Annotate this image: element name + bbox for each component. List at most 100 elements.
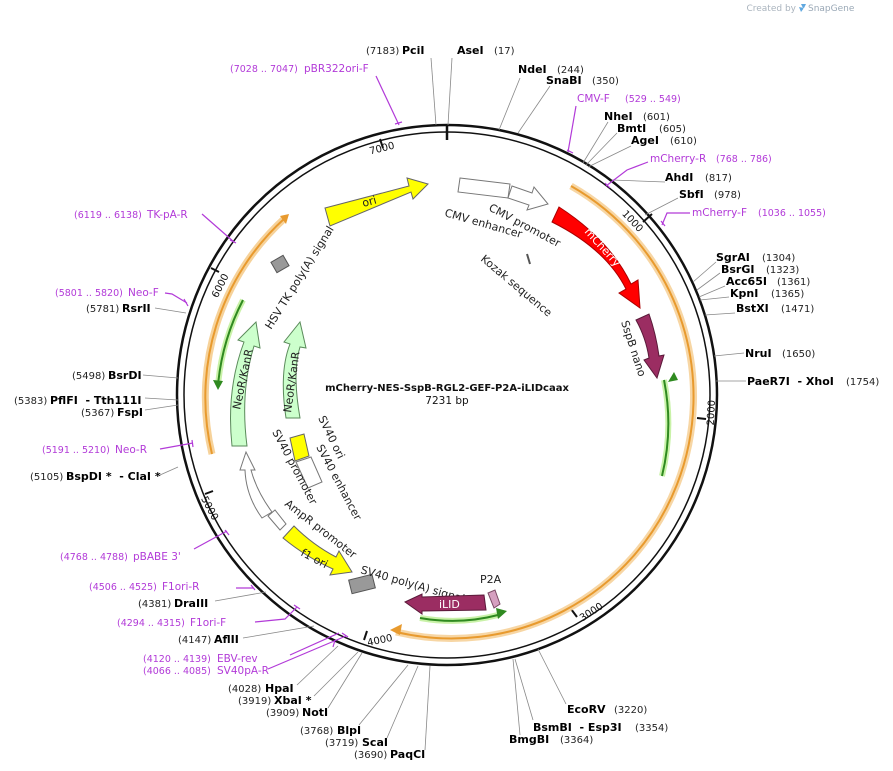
site-AseI[interactable]: AseI (17) bbox=[457, 44, 515, 57]
feature-label-ilid: iLID bbox=[439, 598, 460, 611]
feature-mcherry[interactable] bbox=[551, 206, 641, 310]
site-SbfI[interactable]: SbfI(978) bbox=[679, 188, 741, 201]
site-BsrDI[interactable]: (5498)BsrDI bbox=[72, 369, 142, 382]
site-NotI[interactable]: (3909)NotI bbox=[266, 706, 328, 719]
site-AflII[interactable]: (4147)AflII bbox=[178, 633, 239, 646]
feature-ori[interactable] bbox=[324, 177, 429, 227]
site-pos-BsmBI-Esp3I: (3354) bbox=[635, 723, 668, 734]
site-name-BsrDI: BsrDI bbox=[108, 369, 142, 382]
site-pos-DraIII: (4381) bbox=[138, 599, 171, 610]
tick-label-4000: 4000 bbox=[366, 633, 393, 649]
feature-neor-kanr-outer[interactable] bbox=[230, 320, 261, 447]
site-PaqCI[interactable]: (3690)PaqCI bbox=[354, 748, 425, 761]
tick-6000 bbox=[210, 267, 220, 273]
primer-mCherry-F[interactable]: mCherry-F(1036 .. 1055) bbox=[692, 207, 826, 219]
site-DraIII[interactable]: (4381)DraIII bbox=[138, 597, 208, 610]
tick-marks bbox=[204, 138, 707, 641]
site-RsrII[interactable]: (5781)RsrII bbox=[86, 302, 151, 315]
feature-kozak[interactable] bbox=[526, 253, 531, 265]
site-SgrAI[interactable]: SgrAI(1304) bbox=[716, 251, 795, 264]
primer-pBABE-3[interactable]: (4768 .. 4788)pBABE 3' bbox=[60, 551, 181, 563]
site-KpnI[interactable]: KpnI(1365) bbox=[730, 287, 804, 300]
feature-hsv-tk-polya[interactable] bbox=[270, 254, 290, 274]
primer-SV40pA-R[interactable]: (4066 .. 4085)SV40pA-R bbox=[143, 665, 269, 677]
primer-name-mCherry-R: mCherry-R bbox=[650, 153, 706, 165]
primer-pBR322ori-F[interactable]: (7028 .. 7047)pBR322ori-F bbox=[230, 63, 369, 75]
feature-f1-ori[interactable] bbox=[282, 525, 353, 576]
site-name-AseI: AseI bbox=[457, 44, 484, 57]
primer-F1ori-R[interactable]: (4506 .. 4525) F1ori-R bbox=[89, 581, 199, 593]
site-Acc65I[interactable]: Acc65I (1361) bbox=[726, 275, 810, 288]
feature-label-ori: ori bbox=[361, 193, 378, 209]
site-AgeI[interactable]: AgeI(610) bbox=[631, 134, 697, 147]
site-BmtI[interactable]: BmtI(605) bbox=[617, 122, 686, 135]
snapgene-logo-icon bbox=[799, 4, 806, 12]
primer-mCherry-R[interactable]: mCherry-R(768 .. 786) bbox=[650, 153, 772, 165]
site-name-NruI: NruI bbox=[745, 347, 772, 360]
primer-Neo-F[interactable]: (5801 .. 5820)Neo-F bbox=[55, 287, 159, 299]
primer-EBV-rev[interactable]: (4120 .. 4139)EBV-rev bbox=[143, 653, 258, 665]
site-BmgBI[interactable]: BmgBI(3364) bbox=[509, 733, 593, 746]
primer-range-TK-pA-R: (6119 .. 6138) bbox=[74, 210, 142, 221]
orf-green-arc-2 bbox=[419, 614, 499, 622]
site-name-EcoRV: EcoRV bbox=[567, 703, 606, 716]
site-NruI[interactable]: NruI(1650) bbox=[745, 347, 815, 360]
site-BspDI-ClaI[interactable]: (5105)BspDI * - ClaI * bbox=[30, 470, 161, 483]
primer-range-EBV-rev: (4120 .. 4139) bbox=[143, 654, 211, 665]
primer-range-F1ori-R: (4506 .. 4525) bbox=[89, 582, 157, 593]
site-BsmBI-Esp3I[interactable]: BsmBI - Esp3I(3354) bbox=[533, 721, 668, 734]
site-pos-XbaI: (3919) bbox=[238, 696, 271, 707]
site-PflFI-Tth111I[interactable]: (5383)PflFI - Tth111I bbox=[14, 394, 142, 407]
site-NheI[interactable]: NheI(601) bbox=[604, 110, 670, 123]
site-pos-SnaBI: (350) bbox=[592, 76, 619, 87]
site-pos-AseI: (17) bbox=[494, 46, 515, 57]
tick-2000 bbox=[696, 417, 707, 420]
site-pos-AhdI: (817) bbox=[705, 173, 732, 184]
feature-cmv-promoter[interactable] bbox=[507, 185, 549, 211]
site-PaeR7I-XhoI[interactable]: PaeR7I - XhoI(1754) bbox=[747, 375, 879, 388]
feature-p2a[interactable] bbox=[487, 589, 501, 609]
feature-sv40-polya[interactable] bbox=[348, 573, 376, 595]
primer-F1ori-F[interactable]: (4294 .. 4315)F1ori-F bbox=[117, 617, 226, 629]
feature-sv40-enhancer[interactable] bbox=[295, 456, 323, 489]
primer-CMV-F[interactable]: CMV-F(529 .. 549) bbox=[577, 93, 681, 105]
site-BsrGI[interactable]: BsrGI(1323) bbox=[721, 263, 799, 276]
primer-Neo-R[interactable]: (5191 .. 5210)Neo-R bbox=[42, 444, 147, 456]
orf-main-arrowhead bbox=[390, 624, 402, 635]
primer-name-F1ori-R: F1ori-R bbox=[162, 581, 199, 593]
site-leader-lines bbox=[142, 57, 746, 751]
feature-sspb-nano[interactable] bbox=[635, 313, 665, 380]
primer-name-Neo-F: Neo-F bbox=[128, 287, 159, 299]
feature-neor-kanr-inner[interactable] bbox=[282, 320, 307, 419]
site-BlpI[interactable]: (3768)BlpI bbox=[300, 724, 361, 737]
site-name-Acc65I: Acc65I bbox=[726, 275, 767, 288]
site-pos-PflFI-Tth111I: (5383) bbox=[14, 396, 47, 407]
site-NdeI[interactable]: NdeI(244) bbox=[518, 63, 584, 76]
site-name-RsrII: RsrII bbox=[122, 302, 151, 315]
site-pos-AgeI: (610) bbox=[670, 136, 697, 147]
feature-sv40-ori[interactable] bbox=[289, 433, 310, 462]
orf-green-arrow-3 bbox=[213, 380, 223, 390]
site-name-BspDI-ClaI: BspDI * - ClaI * bbox=[66, 470, 161, 483]
site-XbaI[interactable]: (3919)XbaI * bbox=[238, 694, 312, 707]
site-pos-PciI: (7183) bbox=[366, 46, 399, 57]
feature-ampr-promoter[interactable] bbox=[267, 509, 287, 531]
site-AhdI[interactable]: AhdI(817) bbox=[665, 171, 732, 184]
site-SnaBI[interactable]: SnaBI(350) bbox=[546, 74, 619, 87]
site-name-BmgBI: BmgBI bbox=[509, 733, 549, 746]
site-FspI[interactable]: (5367)FspI bbox=[81, 406, 143, 419]
site-pos-Acc65I: (1361) bbox=[777, 277, 810, 288]
site-name-SbfI: SbfI bbox=[679, 188, 704, 201]
tick-1000 bbox=[642, 213, 653, 223]
site-pos-BstXI: (1471) bbox=[781, 304, 814, 315]
site-HpaI[interactable]: (4028)HpaI bbox=[228, 682, 294, 695]
feature-ilid[interactable] bbox=[404, 593, 487, 615]
primer-TK-pA-R[interactable]: (6119 .. 6138)TK-pA-R bbox=[74, 209, 188, 221]
site-ScaI[interactable]: (3719)ScaI bbox=[325, 736, 388, 749]
orf-green-arrow-2 bbox=[496, 608, 507, 619]
site-EcoRV[interactable]: EcoRV(3220) bbox=[567, 703, 647, 716]
site-PciI[interactable]: (7183)PciI bbox=[366, 44, 424, 57]
site-BstXI[interactable]: BstXI(1471) bbox=[736, 302, 814, 315]
primer-name-SV40pA-R: SV40pA-R bbox=[217, 665, 269, 677]
